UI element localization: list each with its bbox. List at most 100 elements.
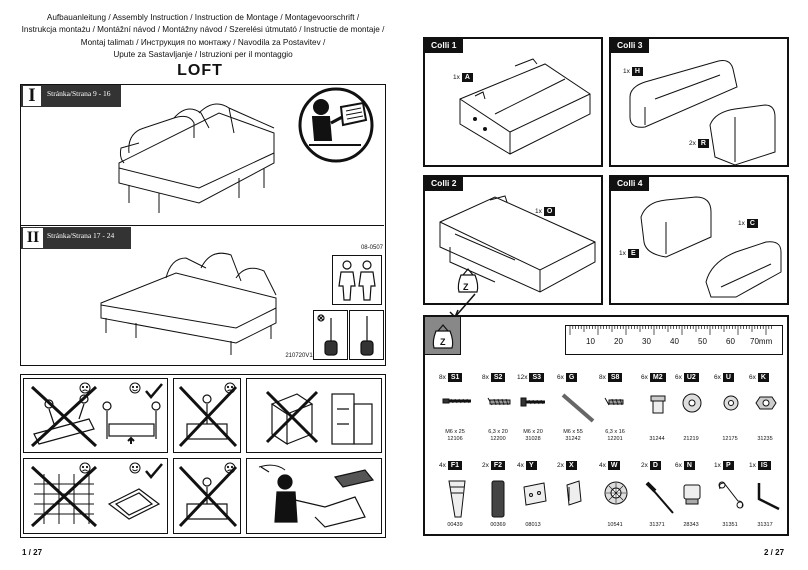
- section-numeral: II: [23, 228, 43, 248]
- guideline-cell: [246, 378, 382, 453]
- hardware-qty: 8x: [482, 374, 489, 381]
- hardware-article-number: 21219: [683, 436, 699, 442]
- hardware-article-number: 31371: [649, 522, 665, 528]
- hardware-qty: 6x: [557, 374, 564, 381]
- sad-face-icon: [79, 462, 91, 474]
- screwdriver-icon: [360, 316, 374, 356]
- part-qty: 1x: [535, 208, 542, 215]
- section-pages-label: Stránka/Strana 9 - 16: [47, 89, 111, 98]
- hardware-article-number: 08013: [525, 522, 541, 528]
- hardware-qty: 4x: [517, 462, 524, 469]
- hardware-part-f1-icon: [448, 480, 466, 518]
- hardware-article-number: 12106: [447, 436, 463, 442]
- colli-1-box-drawing: [459, 58, 591, 155]
- colli-title: Colli 2: [425, 177, 463, 191]
- hardware-key: U2: [683, 373, 699, 382]
- part-key: O: [543, 207, 556, 216]
- hardware-qty: 1x: [714, 462, 721, 469]
- ruler-tick-label: 30: [642, 337, 651, 346]
- ruler-tick-label: 20: [614, 337, 623, 346]
- measuring-ruler: 10 20 30 40 50 60 70mm: [565, 325, 783, 355]
- hardware-part-s8-icon: [604, 397, 624, 406]
- part-qty: 1x: [619, 250, 626, 257]
- part-key: H: [631, 67, 643, 76]
- part-key: A: [461, 73, 473, 82]
- sofa-left-chaise-drawing: [100, 252, 277, 355]
- hardware-qty: 4x: [599, 462, 606, 469]
- code-label-top: 08-0507: [360, 245, 383, 251]
- product-name: LOFT: [177, 62, 223, 79]
- colli-3-backrest-drawing: [629, 60, 776, 166]
- hardware-code: 00439: [433, 522, 477, 529]
- hardware-code: 21219: [669, 429, 713, 443]
- hardware-qty: 8x: [439, 374, 446, 381]
- happy-face-icon: [129, 382, 141, 394]
- hardware-article-number: 00439: [447, 522, 463, 528]
- hardware-part-k-icon: [755, 396, 777, 410]
- hardware-key: U: [722, 373, 734, 382]
- hardware-article-number: 10541: [607, 522, 623, 528]
- hardware-qty: 12x: [517, 374, 528, 381]
- two-persons-icon: [338, 260, 376, 301]
- two-persons-icon-frame: [332, 255, 382, 305]
- handling-guidelines-panel: [20, 374, 386, 538]
- correct-carry-icon: [102, 401, 161, 444]
- hardware-qty: 2x: [482, 462, 489, 469]
- sad-face-icon: [79, 382, 91, 394]
- hardware-key: P: [722, 461, 734, 470]
- hardware-key: IS: [757, 461, 771, 470]
- hardware-spec: M6 x 20: [523, 429, 543, 435]
- wrong-storage-icon: [265, 390, 373, 446]
- hardware-key: S8: [607, 373, 623, 382]
- hardware-article-number: 31028: [525, 436, 541, 442]
- hardware-qty: 6x: [749, 374, 756, 381]
- hardware-article-number: 31242: [565, 436, 581, 442]
- guideline-cell: [23, 458, 168, 534]
- page-number-right: 2 / 27: [764, 548, 785, 557]
- hardware-part-d-icon: [645, 481, 674, 514]
- hardware-part-w-icon: [604, 481, 628, 505]
- hardware-article-number: 31235: [757, 436, 773, 442]
- wrong-surface-icon: [30, 465, 98, 528]
- colli-title: Colli 4: [611, 177, 649, 191]
- guideline-cell: [23, 378, 168, 453]
- hardware-key: G: [565, 373, 578, 382]
- wrong-sitting-icon: [178, 465, 238, 528]
- hardware-spec: [743, 429, 787, 436]
- ruler-tick-label: 70mm: [750, 337, 773, 346]
- part-key: E: [627, 249, 639, 258]
- hardware-key: X: [565, 461, 577, 470]
- hardware-spec: 6,3 x 16: [605, 429, 625, 435]
- hardware-spec: M6 x 25: [445, 429, 465, 435]
- hardware-key: S3: [529, 373, 545, 382]
- hardware-bag-icon: [432, 324, 454, 349]
- hardware-part-u-icon: [723, 395, 739, 411]
- unpacking-icon: [258, 464, 375, 528]
- hardware-part-p-icon: [718, 481, 744, 509]
- guideline-cell: [173, 458, 241, 534]
- screwdriver-icon-frame: [349, 310, 384, 360]
- hardware-spec: [669, 429, 713, 436]
- hardware-part-g-icon: [561, 393, 595, 423]
- hardware-key: S2: [490, 373, 506, 382]
- bag-letter: Z: [463, 282, 469, 292]
- page-number-left: 1 / 27: [22, 548, 43, 557]
